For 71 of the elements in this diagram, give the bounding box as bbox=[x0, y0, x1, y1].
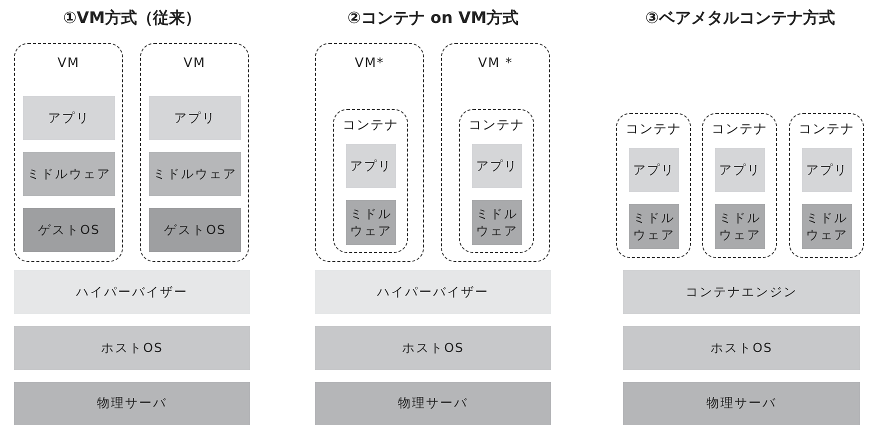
layer-label: アプリ bbox=[174, 110, 216, 126]
layer-label: アプリ bbox=[806, 162, 848, 178]
container-frame bbox=[789, 113, 864, 258]
app-layer bbox=[346, 144, 396, 188]
layer-label: 物理サーバ bbox=[97, 395, 167, 412]
middleware-layer bbox=[23, 152, 115, 196]
app-layer bbox=[149, 96, 241, 140]
frame-label: コンテナ bbox=[798, 121, 856, 138]
virtual-machine-frame bbox=[14, 43, 123, 262]
hypervisor-layer bbox=[315, 270, 551, 314]
layer-label: ハイパーバイザー bbox=[377, 284, 489, 300]
layer-label: 物理サーバ bbox=[398, 395, 468, 412]
layer-label: ゲストOS bbox=[164, 222, 226, 238]
layer-label: アプリ bbox=[476, 158, 518, 174]
physical-server-layer bbox=[315, 382, 551, 425]
frame-label: コンテナ bbox=[342, 117, 400, 134]
frame-label: VM * bbox=[477, 56, 514, 71]
middleware-layer bbox=[472, 200, 522, 245]
layer-label: アプリ bbox=[48, 110, 90, 126]
frame-label: VM bbox=[182, 56, 207, 71]
container-engine-layer bbox=[623, 270, 860, 314]
layer-label: ハイパーバイザー bbox=[76, 284, 188, 300]
frame-label: コンテナ bbox=[624, 121, 682, 138]
layer-label: ゲストOS bbox=[38, 222, 100, 238]
container-frame bbox=[616, 113, 691, 258]
middleware-layer bbox=[629, 204, 679, 249]
middleware-layer bbox=[802, 204, 852, 249]
layer-label: アプリ bbox=[633, 162, 675, 178]
layer-label: コンテナエンジン bbox=[686, 284, 798, 300]
host-os-layer bbox=[315, 326, 551, 370]
virtual-machine-frame bbox=[315, 43, 424, 262]
layer-label: ミドルウェア bbox=[153, 166, 237, 182]
layer-label: ミドルウェア bbox=[806, 210, 848, 244]
layer-label: ホストOS bbox=[101, 340, 163, 356]
middleware-layer bbox=[346, 200, 396, 245]
app-layer bbox=[715, 148, 765, 192]
layer-label: ホストOS bbox=[710, 340, 772, 356]
guest-os-layer bbox=[149, 208, 241, 252]
layer-label: ミドルウェア bbox=[27, 166, 111, 182]
virtual-machine-frame bbox=[441, 43, 550, 262]
container-frame bbox=[459, 109, 534, 253]
host-os-layer bbox=[14, 326, 250, 370]
frame-label: VM bbox=[56, 56, 81, 71]
physical-server-layer bbox=[623, 382, 860, 425]
middleware-layer bbox=[149, 152, 241, 196]
layer-label: ミドルウェア bbox=[719, 210, 761, 244]
middleware-layer bbox=[715, 204, 765, 249]
layer-label: ミドルウェア bbox=[633, 210, 675, 244]
container-frame bbox=[333, 109, 408, 253]
layer-label: アプリ bbox=[350, 158, 392, 174]
hypervisor-layer bbox=[14, 270, 250, 314]
app-layer bbox=[802, 148, 852, 192]
app-layer bbox=[23, 96, 115, 140]
layer-label: ミドルウェア bbox=[350, 206, 392, 240]
layer-label: ホストOS bbox=[402, 340, 464, 356]
frame-label: コンテナ bbox=[468, 117, 526, 134]
app-layer bbox=[629, 148, 679, 192]
frame-label: VM* bbox=[354, 56, 386, 71]
section-title: ①VM方式（従来） bbox=[62, 8, 202, 29]
virtual-machine-frame bbox=[140, 43, 249, 262]
layer-label: 物理サーバ bbox=[706, 395, 776, 412]
section-title: ③ベアメタルコンテナ方式 bbox=[644, 8, 836, 29]
host-os-layer bbox=[623, 326, 860, 370]
layer-label: ミドルウェア bbox=[476, 206, 518, 240]
app-layer bbox=[472, 144, 522, 188]
frame-label: コンテナ bbox=[710, 121, 768, 138]
guest-os-layer bbox=[23, 208, 115, 252]
container-frame bbox=[702, 113, 777, 258]
layer-label: アプリ bbox=[719, 162, 761, 178]
physical-server-layer bbox=[14, 382, 250, 425]
section-title: ②コンテナ on VM方式 bbox=[346, 8, 520, 29]
